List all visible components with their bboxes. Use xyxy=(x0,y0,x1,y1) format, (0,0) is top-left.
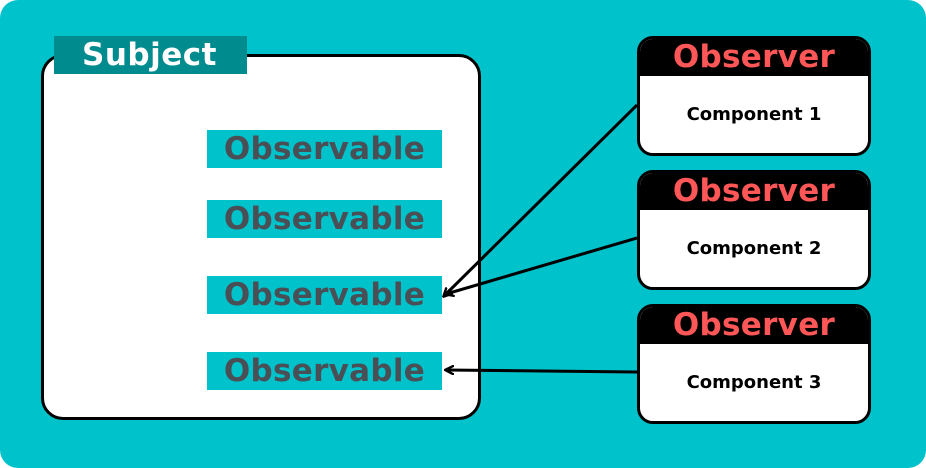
observable-3: Observable xyxy=(207,276,442,314)
observable-2: Observable xyxy=(207,200,442,238)
observer-header-1: Observer xyxy=(640,39,868,76)
observer-component-3: Component 3 xyxy=(686,372,822,393)
observer-box-1: Observer Component 1 xyxy=(637,36,871,156)
observer-component-1: Component 1 xyxy=(686,104,822,125)
observable-4: Observable xyxy=(207,352,442,390)
subject-label: Subject xyxy=(54,36,247,74)
observer-box-3: Observer Component 3 xyxy=(637,304,871,424)
observer-box-2: Observer Component 2 xyxy=(637,170,871,290)
observer-header-3: Observer xyxy=(640,307,868,344)
observable-1: Observable xyxy=(207,130,442,168)
observer-header-2: Observer xyxy=(640,173,868,210)
observer-component-2: Component 2 xyxy=(686,238,822,259)
